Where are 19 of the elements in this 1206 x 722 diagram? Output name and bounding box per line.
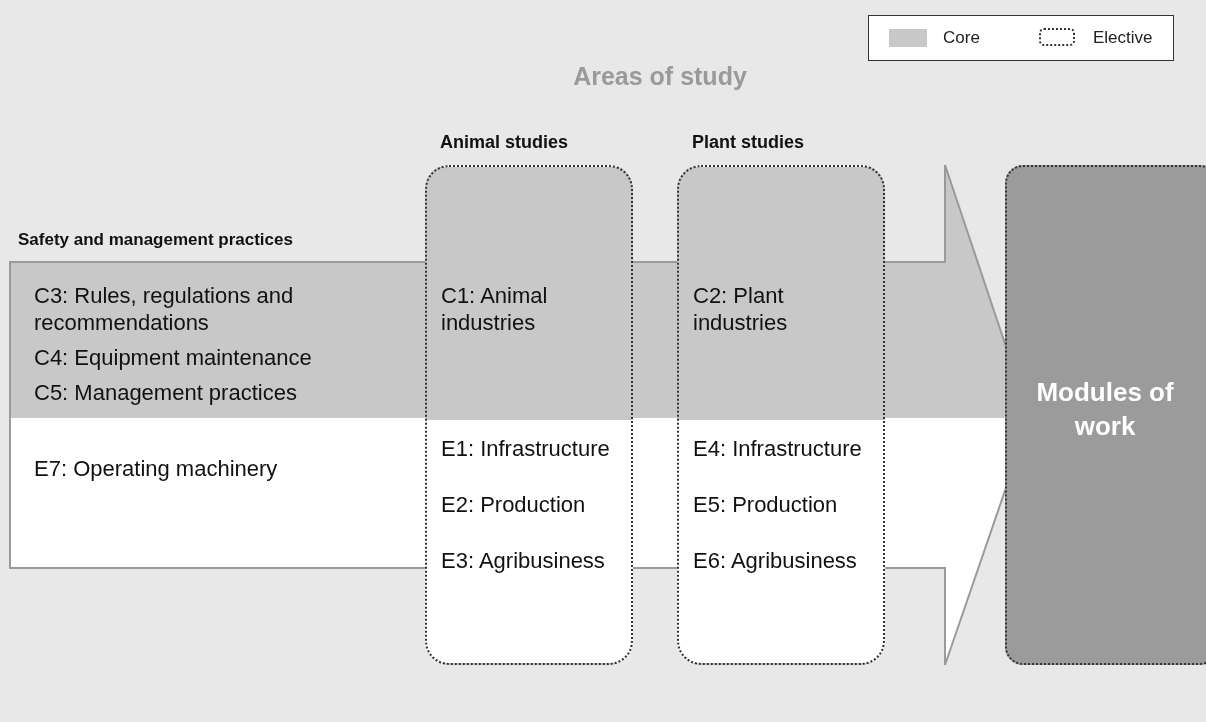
- module-text: C4: Equipment maintenance: [34, 344, 313, 371]
- column-heading: Animal studies: [440, 132, 569, 153]
- column-heading: Plant studies: [692, 132, 805, 153]
- legend-label: Core: [943, 28, 980, 48]
- module-text: E6: Agribusiness: [693, 547, 858, 574]
- module-text: E7: Operating machinery: [34, 455, 279, 482]
- module-text: C2: Plant industries: [693, 282, 789, 336]
- module-text: C1: Animal industries: [441, 282, 549, 336]
- legend-label: Elective: [1093, 28, 1153, 48]
- module-text: E3: Agribusiness: [441, 547, 606, 574]
- module-text: C5: Management practices: [34, 379, 298, 406]
- diagram-title: Areas of study: [572, 62, 748, 91]
- band-heading: Safety and management practices: [18, 230, 293, 250]
- module-text: E5: Production: [693, 491, 839, 518]
- module-text: E1: Infrastructure: [441, 435, 611, 462]
- module-text: C3: Rules, regulations and recommendations: [34, 282, 295, 336]
- target-label: Modules of work: [1035, 376, 1175, 443]
- module-text: E2: Production: [441, 491, 587, 518]
- module-text: E4: Infrastructure: [693, 435, 863, 462]
